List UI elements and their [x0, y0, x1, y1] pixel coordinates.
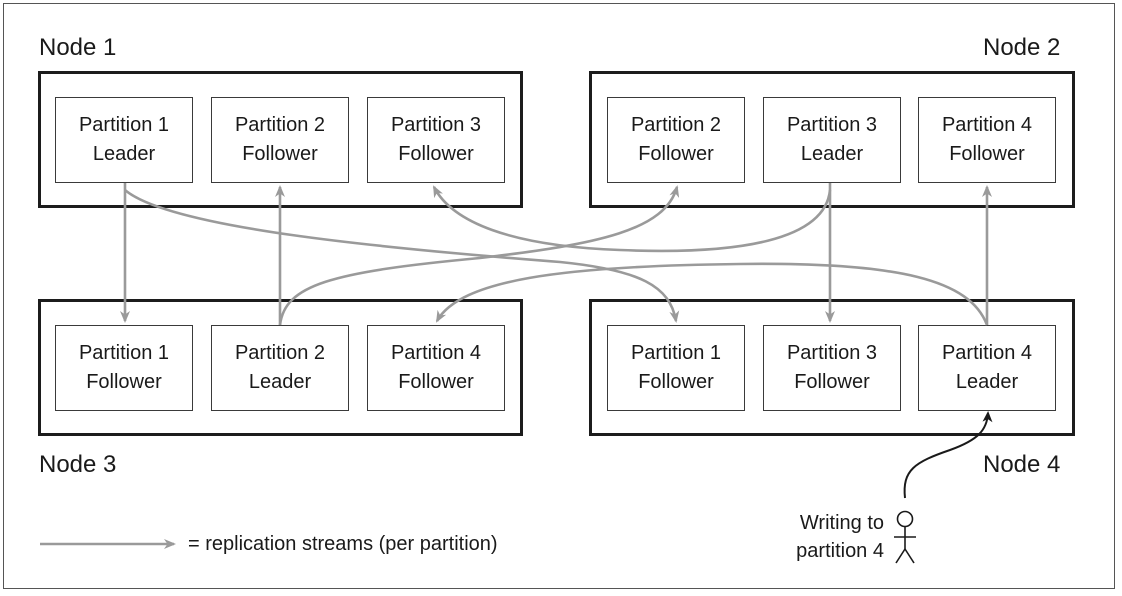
- person-icon: [894, 510, 916, 564]
- node-2-label: Node 2: [983, 34, 1061, 61]
- partition-role: Follower: [398, 143, 474, 165]
- partition-role: Follower: [638, 371, 714, 393]
- partition-name: Partition 3: [390, 114, 482, 136]
- node-1-label: Node 1: [39, 34, 117, 61]
- partition-name: Partition 1: [78, 342, 170, 364]
- partition-name: Partition 4: [390, 342, 482, 364]
- partition-role: Leader: [248, 371, 312, 393]
- partition-name: Partition 2: [234, 114, 326, 136]
- partition-name: Partition 2: [234, 342, 326, 364]
- node-2-partition-3: Partition 3 Leader: [763, 97, 901, 183]
- node-1-partition-1: Partition 1 Leader: [55, 97, 193, 183]
- partition-name: Partition 1: [630, 342, 722, 364]
- partition-name: Partition 4: [941, 114, 1033, 136]
- partition-role: Follower: [86, 371, 162, 393]
- figure-frame: [3, 3, 1115, 589]
- partition-role: Follower: [794, 371, 870, 393]
- stream-p1-to-node4: [124, 189, 680, 323]
- node-3-partition-1: Partition 1 Follower: [55, 325, 193, 411]
- partition-name: Partition 3: [786, 114, 878, 136]
- node-2-partition-4: Partition 4 Follower: [918, 97, 1056, 183]
- partition-role: Follower: [949, 143, 1025, 165]
- partition-role: Leader: [955, 371, 1019, 393]
- node-4-box: [589, 299, 1075, 436]
- stream-p3-to-node1: [432, 185, 832, 253]
- node-4-partition-3: Partition 3 Follower: [763, 325, 901, 411]
- node-3-label: Node 3: [39, 451, 117, 478]
- partition-role: Follower: [638, 143, 714, 165]
- partition-role: Follower: [242, 143, 318, 165]
- stream-p4-to-node3: [435, 262, 989, 326]
- node-4-partition-1: Partition 1 Follower: [607, 325, 745, 411]
- partition-name: Partition 2: [630, 114, 722, 136]
- node-3-partition-4: Partition 4 Follower: [367, 325, 505, 411]
- stream-p2-to-node2: [278, 185, 680, 326]
- node-4-partition-4: Partition 4 Leader: [918, 325, 1056, 411]
- writer-label: Writing to partition 4: [764, 509, 884, 565]
- partition-name: Partition 3: [786, 342, 878, 364]
- writer-label-line1: Writing to: [799, 512, 884, 534]
- writer-label-line2: partition 4: [796, 540, 884, 562]
- partition-name: Partition 4: [941, 342, 1033, 364]
- node-3-partition-2: Partition 2 Leader: [211, 325, 349, 411]
- node-1-partition-2: Partition 2 Follower: [211, 97, 349, 183]
- node-1-partition-3: Partition 3 Follower: [367, 97, 505, 183]
- partition-role: Follower: [398, 371, 474, 393]
- legend-text: = replication streams (per partition): [188, 533, 498, 555]
- node-2-partition-2: Partition 2 Follower: [607, 97, 745, 183]
- write-request-arrow: [903, 411, 993, 499]
- partition-role: Leader: [92, 143, 156, 165]
- node-2-box: [589, 71, 1075, 208]
- node-4-label: Node 4: [983, 451, 1061, 478]
- partition-name: Partition 1: [78, 114, 170, 136]
- partition-role: Leader: [800, 143, 864, 165]
